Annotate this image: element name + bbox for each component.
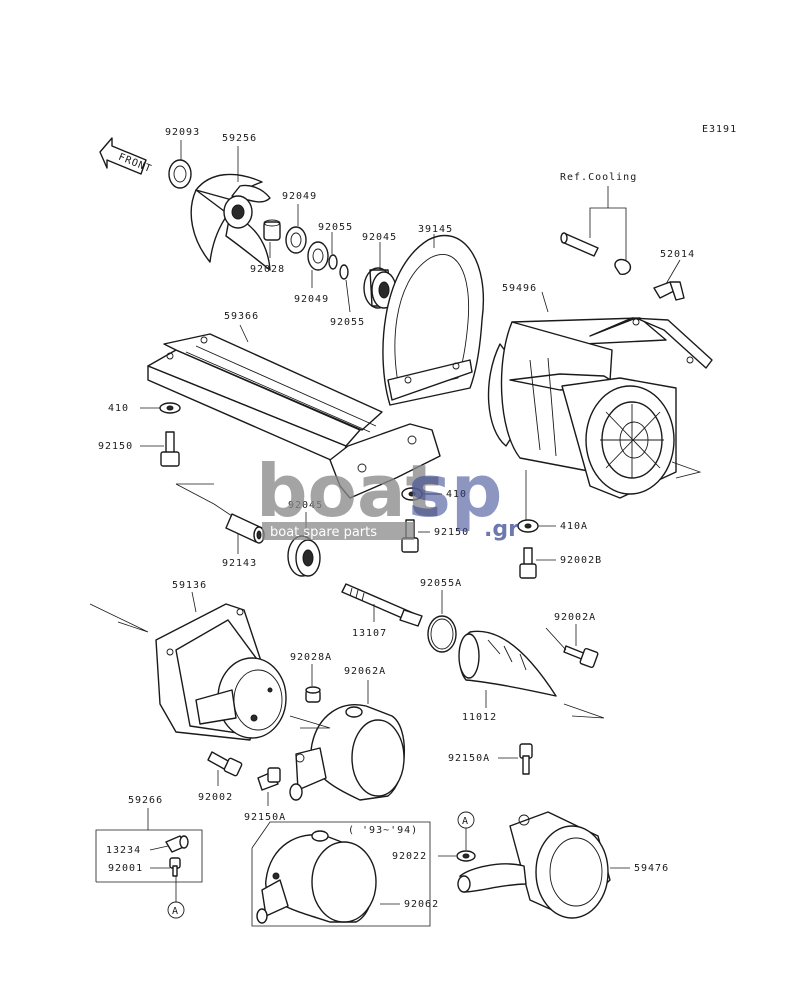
label-92150A-left: 92150A (244, 812, 286, 823)
label-13107: 13107 (352, 628, 387, 639)
label-410-center: 410 (446, 489, 467, 500)
label-11012: 11012 (462, 712, 497, 723)
part-39145-band[interactable] (382, 234, 484, 406)
marker-a-lower: A (167, 901, 185, 919)
label-92002: 92002 (198, 792, 233, 803)
part-52014-fitting[interactable] (653, 281, 685, 301)
part-92062A-deflector[interactable] (289, 704, 405, 801)
label-92028A: 92028A (290, 652, 332, 663)
front-arrow-icon: FRONT (99, 137, 153, 175)
part-92002B-bolt[interactable] (519, 547, 537, 579)
part-92093-ring[interactable] (168, 159, 192, 189)
part-92022-washer[interactable] (456, 850, 476, 862)
diagram-code: E3191 (702, 124, 737, 135)
part-92150A-bolt-right[interactable] (519, 743, 533, 775)
label-52014: 52014 (660, 249, 695, 260)
label-92062: 92062 (404, 899, 439, 910)
part-92143-collar[interactable] (225, 513, 265, 544)
part-92150A-bolt-left[interactable] (257, 767, 281, 791)
part-59496-pump-case[interactable] (487, 317, 713, 499)
part-59256-impeller[interactable] (190, 173, 271, 271)
label-92150-left: 92150 (98, 441, 133, 452)
years-note: ( '93~'94) (348, 825, 418, 836)
label-92001: 92001 (108, 863, 143, 874)
label-59476: 59476 (634, 863, 669, 874)
svg-text:boat: boat (256, 449, 440, 533)
part-92062-deflector-93-94[interactable] (256, 830, 377, 924)
part-92049-lower-washer[interactable] (307, 241, 329, 271)
part-92028A-bushing[interactable] (305, 686, 321, 703)
label-410-left: 410 (108, 403, 129, 414)
part-cooling-hose[interactable] (560, 232, 632, 276)
years-note-box: ( '93~'94) (251, 821, 431, 927)
svg-text:boat spare parts: boat spare parts (270, 525, 377, 540)
label-92055-lower: 92055 (330, 317, 365, 328)
part-92001-screw[interactable] (169, 857, 181, 877)
label-92002B: 92002B (560, 555, 602, 566)
label-410A: 410A (560, 521, 588, 532)
label-92143: 92143 (222, 558, 257, 569)
part-13234-plug[interactable] (165, 835, 189, 853)
label-92045-lower: 92045 (288, 500, 323, 511)
watermark-logo: boat sp .gr boat spare parts (256, 449, 519, 542)
label-92022: 92022 (392, 851, 427, 862)
part-13107-shaft[interactable] (341, 583, 423, 627)
label-92045-upper: 92045 (362, 232, 397, 243)
part-11012-cone[interactable] (458, 630, 557, 697)
ref-cooling-label: Ref.Cooling (560, 172, 637, 183)
part-59476-steering-nozzle[interactable] (457, 811, 611, 919)
label-92049-upper: 92049 (282, 191, 317, 202)
label-92055A: 92055A (420, 578, 462, 589)
label-92093: 92093 (165, 127, 200, 138)
label-92028: 92028 (250, 264, 285, 275)
part-92150-bolt-left[interactable] (160, 431, 180, 467)
part-92002A-bolt[interactable] (563, 645, 599, 669)
label-13234: 13234 (106, 845, 141, 856)
part-92028-sleeve[interactable] (263, 219, 281, 241)
svg-text:sp: sp (408, 449, 502, 533)
label-59136: 59136 (172, 580, 207, 591)
part-59366-pump-bed[interactable] (147, 333, 441, 499)
svg-text:A: A (172, 906, 179, 917)
kit-59266-box (95, 829, 203, 883)
part-92049-upper-washer[interactable] (285, 226, 307, 254)
part-410-washer-left[interactable] (159, 402, 181, 414)
part-410-washer-center[interactable] (401, 487, 423, 501)
label-92055-upper: 92055 (318, 222, 353, 233)
part-59136-nozzle-housing[interactable] (155, 603, 287, 741)
label-59266: 59266 (128, 795, 163, 806)
svg-text:A: A (462, 816, 469, 827)
part-410A-washer[interactable] (517, 519, 539, 533)
label-59256: 59256 (222, 133, 257, 144)
part-92055-orings[interactable] (328, 254, 349, 280)
label-59366: 59366 (224, 311, 259, 322)
label-92049-lower: 92049 (294, 294, 329, 305)
part-92045-lower-bearing[interactable] (287, 535, 321, 577)
svg-text:.gr: .gr (484, 517, 519, 542)
label-92150-center: 92150 (434, 527, 469, 538)
part-92002-bolt[interactable] (207, 751, 243, 777)
marker-a-upper: A (457, 811, 475, 829)
label-59496: 59496 (502, 283, 537, 294)
part-92055A-oring[interactable] (427, 615, 457, 653)
label-92062A: 92062A (344, 666, 386, 677)
label-39145: 39145 (418, 224, 453, 235)
label-92002A: 92002A (554, 612, 596, 623)
label-92150A-right: 92150A (448, 753, 490, 764)
